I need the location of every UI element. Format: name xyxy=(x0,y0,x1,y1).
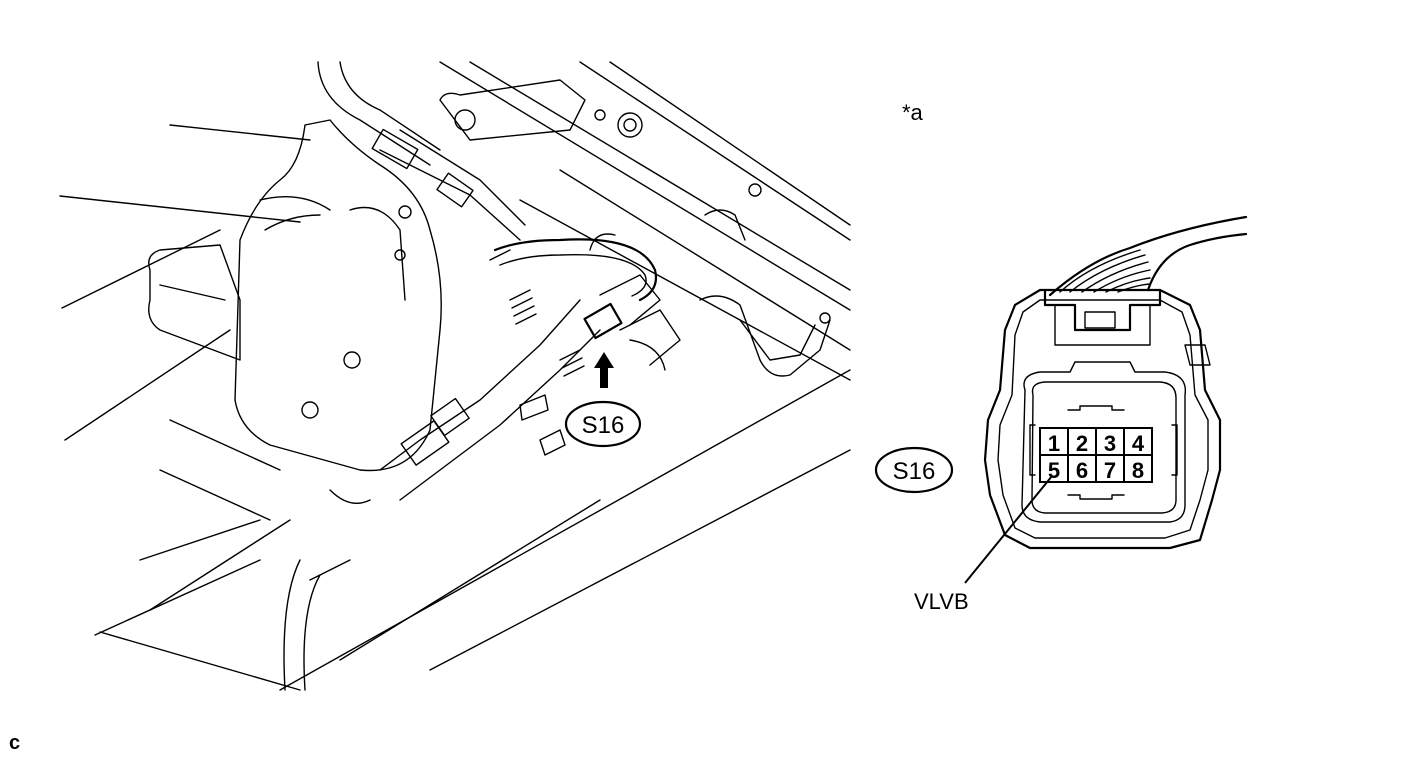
callout-s16-detail: S16 xyxy=(874,446,954,494)
terminal-3: 3 xyxy=(1104,431,1116,456)
corner-mark: c xyxy=(9,732,20,754)
callout-a-label: *a xyxy=(902,100,924,125)
connector-s16-on-vehicle xyxy=(583,274,681,371)
connector-front-view: 1 2 3 4 5 6 7 8 xyxy=(964,215,1248,584)
terminal-6: 6 xyxy=(1076,458,1088,483)
terminal-1: 1 xyxy=(1048,431,1060,456)
callout-s16-vehicle: S16 xyxy=(564,400,642,448)
terminal-2: 2 xyxy=(1076,431,1088,456)
up-arrow-icon xyxy=(594,352,614,388)
terminal-4: 4 xyxy=(1132,431,1145,456)
leader-line xyxy=(964,475,1053,584)
connector-id-detail-label: S16 xyxy=(893,458,936,485)
connector-id-label: S16 xyxy=(582,412,625,439)
terminal-7: 7 xyxy=(1104,458,1116,483)
terminal-8: 8 xyxy=(1132,458,1144,483)
terminal-label-vlvb: VLVB xyxy=(914,589,969,614)
engine-bay-illustration xyxy=(59,61,851,691)
terminal-grid: 1 2 3 4 5 6 7 8 xyxy=(1039,427,1153,483)
